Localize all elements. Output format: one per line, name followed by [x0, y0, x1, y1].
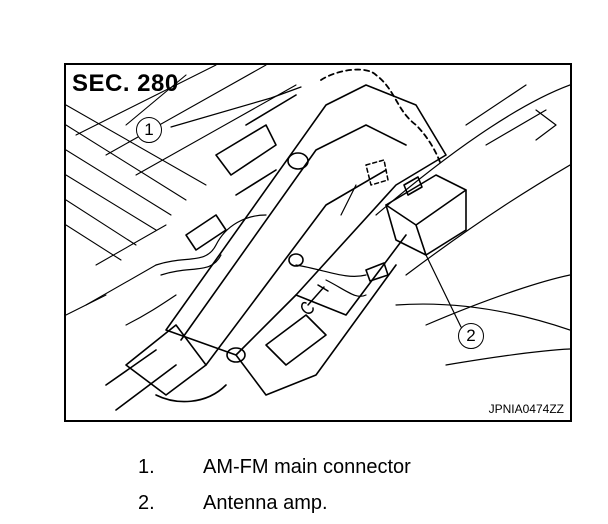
wiring-harness [125, 214, 367, 326]
steering-column [105, 84, 447, 411]
hidden-harness-dashed [320, 68, 442, 166]
callout-2: 2 [458, 323, 484, 349]
section-label: SEC. 280 [72, 70, 179, 97]
callout-2-leader [425, 254, 462, 328]
legend-text: AM-FM main connector [203, 456, 411, 478]
bolt-shape [301, 284, 329, 314]
callout-1-leader [170, 86, 302, 128]
diagram-frame: SEC. 280 1 2 JPNIA0474ZZ [64, 63, 572, 422]
connector-dashed [365, 159, 389, 186]
legend-text: Antenna amp. [203, 492, 328, 514]
dash-panel [375, 84, 570, 366]
antenna-amp-shape [365, 174, 467, 282]
legend-number: 1. [138, 456, 155, 478]
figure-id: JPNIA0474ZZ [488, 402, 564, 416]
steering-column-illustration [66, 65, 570, 411]
callout-2-leader-b [340, 184, 357, 216]
background-lines [66, 65, 297, 316]
callout-1: 1 [136, 117, 162, 143]
legend-number: 2. [138, 492, 155, 514]
